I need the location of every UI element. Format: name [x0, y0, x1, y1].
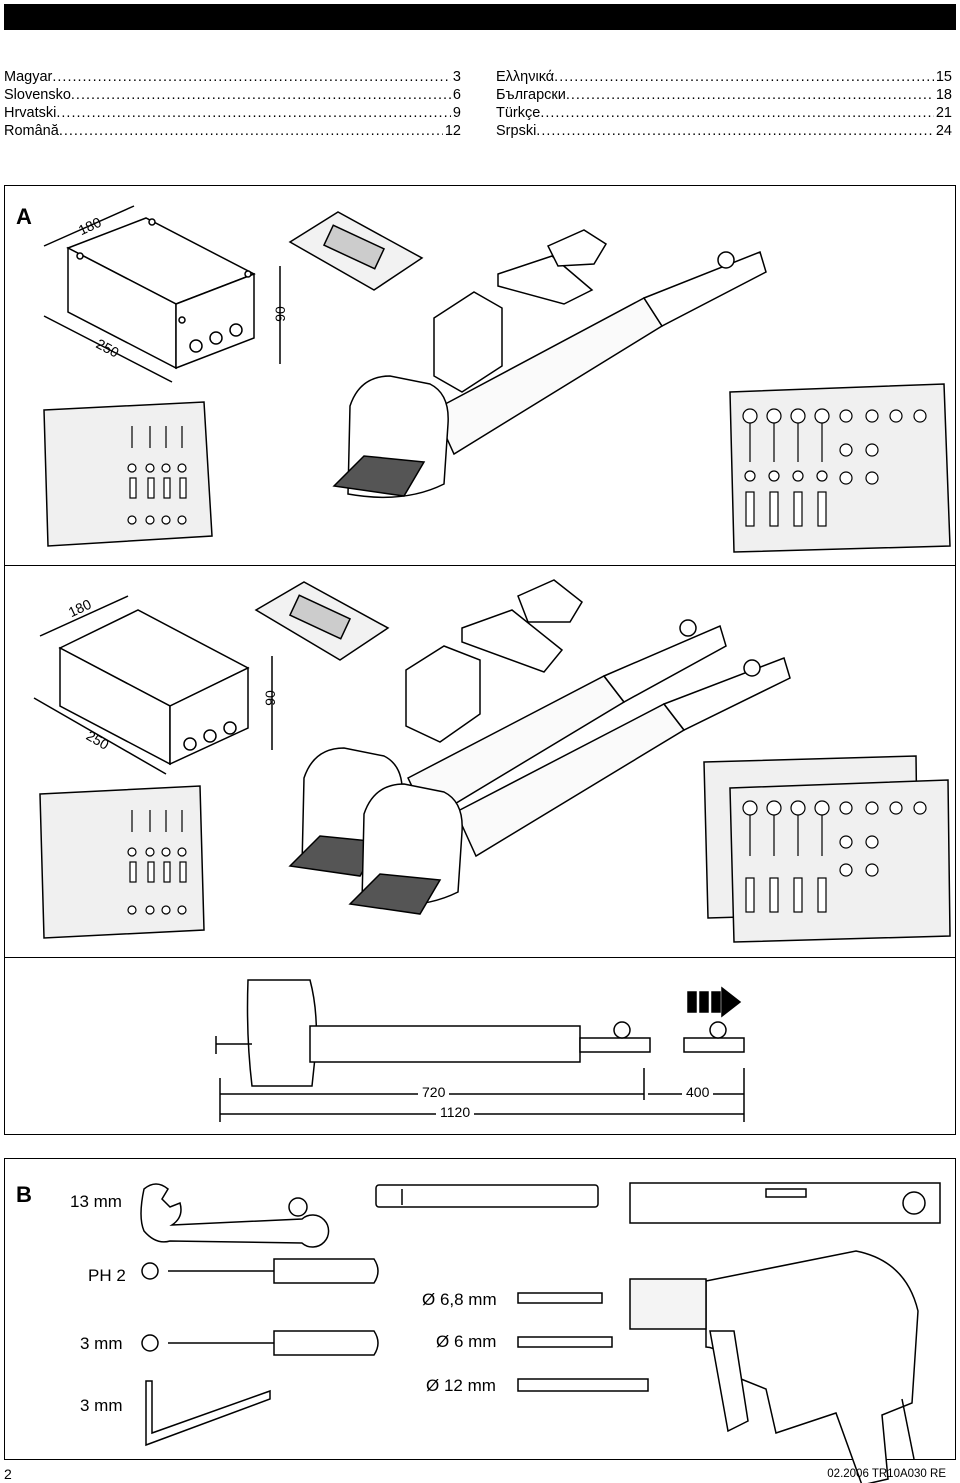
total-length-dim: 1120	[436, 1104, 475, 1120]
toc-left: Magyar3 Slovensko6 Hrvatski9 Română12	[4, 68, 461, 140]
extension-dim: 400	[682, 1084, 714, 1100]
tools-illustration	[140, 1182, 941, 1483]
operator-dimension-drawing	[215, 979, 745, 1122]
toc-right: Ελληνικά15 Български18 Türkçe21 Srpski24	[496, 68, 952, 140]
stroke-dim: 720	[418, 1084, 450, 1100]
toc-entry[interactable]: Hrvatski9	[4, 104, 461, 122]
panel-a-letter: A	[16, 204, 32, 229]
panel-a-divider-1	[4, 565, 956, 566]
toc-entry[interactable]: Türkçe21	[496, 104, 952, 122]
doc-code: 02.2006 TR10A030 RE	[827, 1468, 946, 1480]
toc-entry[interactable]: Български18	[496, 86, 952, 104]
flat-screwdriver-label: 3 mm	[80, 1334, 123, 1353]
drill-bit-2-label: Ø 6 mm	[436, 1332, 497, 1351]
toc-entry[interactable]: Ελληνικά15	[496, 68, 952, 86]
toc-entry[interactable]: Magyar3	[4, 68, 461, 86]
double-drive-kit-illustration	[33, 579, 951, 943]
box-height-dim-2: 90	[261, 690, 278, 706]
wrench-size-label: 13 mm	[70, 1192, 122, 1211]
top-black-bar	[4, 4, 956, 30]
drill-bit-1-label: Ø 6,8 mm	[422, 1290, 497, 1309]
toc-entry[interactable]: Română12	[4, 122, 461, 140]
panel-a-divider-2	[4, 957, 956, 958]
page-number: 2	[4, 1466, 12, 1482]
box-height-dim: 90	[271, 306, 288, 322]
ph-screwdriver-label: PH 2	[88, 1266, 126, 1285]
hex-key-label: 3 mm	[80, 1396, 123, 1415]
drill-bit-3-label: Ø 12 mm	[426, 1376, 496, 1395]
single-drive-kit-illustration	[43, 205, 951, 553]
panel-b-letter: B	[16, 1182, 32, 1207]
toc-entry[interactable]: Srpski24	[496, 122, 952, 140]
toc-entry[interactable]: Slovensko6	[4, 86, 461, 104]
